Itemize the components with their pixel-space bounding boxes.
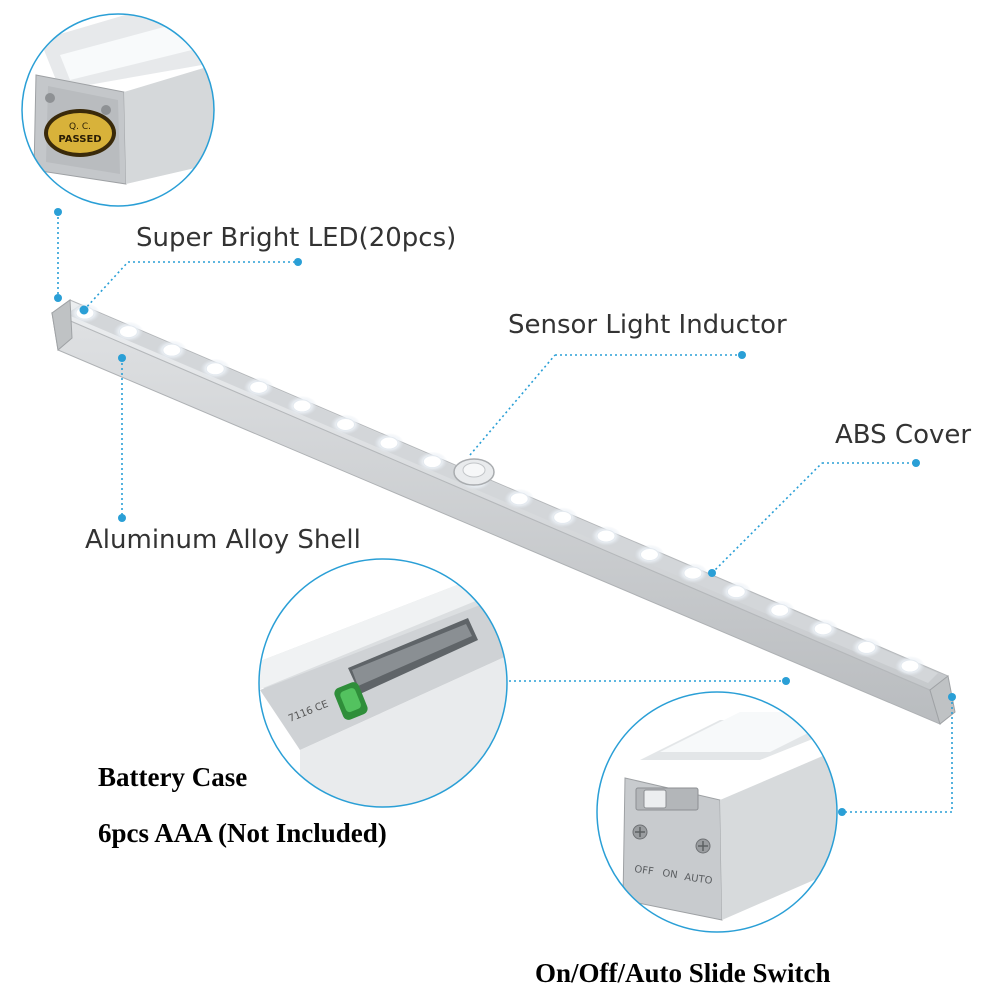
callout-battery-case-title: Battery Case [98, 762, 248, 792]
callout-super-bright-led: Super Bright LED(20pcs) [136, 223, 457, 253]
inset-slide-switch: OFF ON AUTO [596, 691, 838, 933]
callout-sensor-light-inductor: Sensor Light Inductor [508, 310, 787, 340]
led-chip [162, 343, 182, 357]
led-chip [683, 566, 703, 580]
led-chip [596, 529, 616, 543]
led-chip [205, 362, 225, 376]
led-chip [249, 380, 269, 394]
callout-slide-switch: On/Off/Auto Slide Switch [535, 958, 831, 988]
callout-battery-note: 6pcs AAA (Not Included) [98, 818, 387, 848]
led-chip [422, 455, 442, 469]
led-chip [336, 417, 356, 431]
switch-off-label: OFF [634, 864, 655, 878]
inset-battery-case: 7116 CE [258, 558, 508, 808]
switch-on-label: ON [662, 868, 679, 881]
led-chip [813, 622, 833, 636]
led-chip [900, 659, 920, 673]
callout-aluminum-alloy-shell: Aluminum Alloy Shell [85, 525, 361, 555]
led-chip [292, 399, 312, 413]
battery-cell-icon [334, 682, 368, 720]
switch-auto-label: AUTO [684, 872, 714, 887]
switch-slider [643, 789, 667, 809]
leader-lines [57, 212, 953, 813]
sensor-dome [453, 458, 495, 486]
end-cap-left [51, 299, 73, 351]
qc-passed-seal: Q. C. PASSED [44, 109, 116, 157]
led-chip [509, 492, 529, 506]
led-chip [639, 548, 659, 562]
led-chip [726, 585, 746, 599]
led-chip [770, 603, 790, 617]
qc-seal-line2: PASSED [58, 134, 101, 145]
led-chip [379, 436, 399, 450]
callout-abs-cover: ABS Cover [835, 420, 972, 450]
led-chip [553, 510, 573, 524]
leader-dots [54, 208, 956, 816]
led-chip [857, 640, 877, 654]
inset-endcap-qc: Q. C. PASSED [21, 13, 215, 207]
end-cap-right [929, 675, 956, 725]
led-chip [118, 325, 138, 339]
qc-seal-line1: Q. C. [69, 122, 91, 132]
